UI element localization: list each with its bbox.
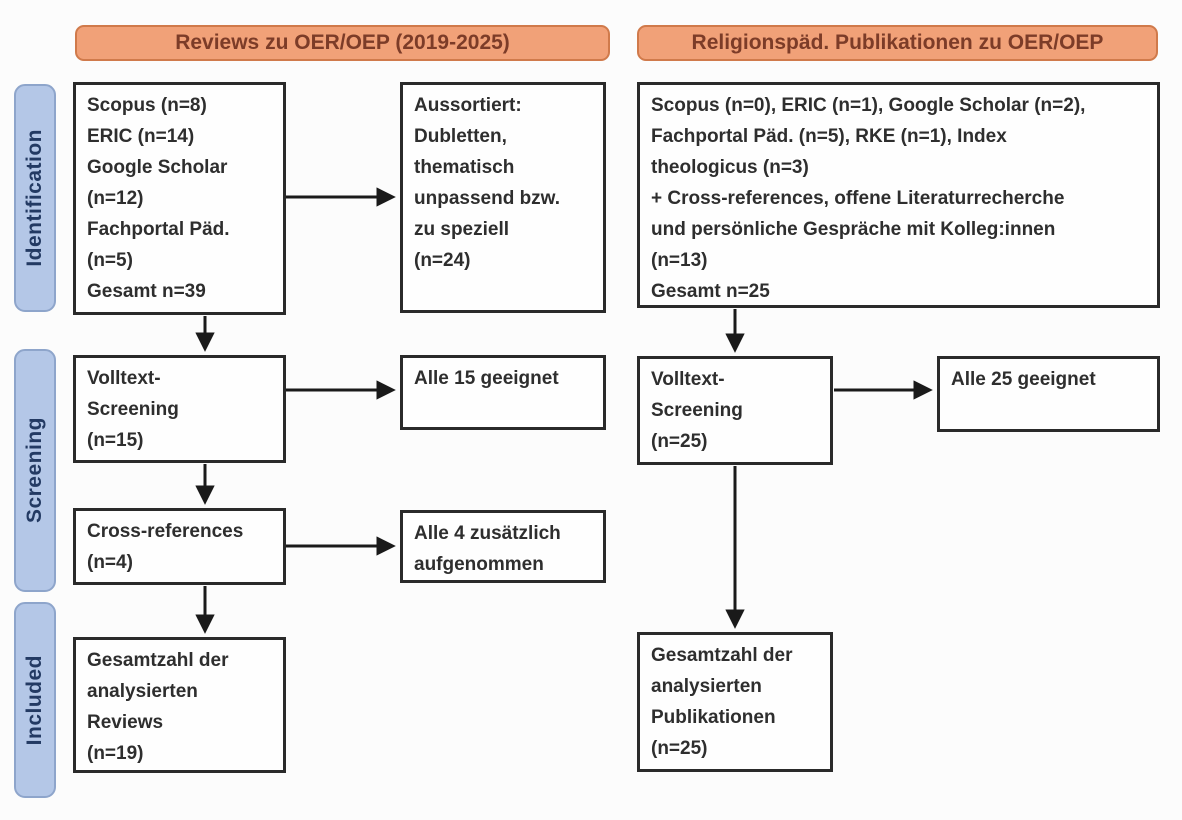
stage-label-identification: Identification [14, 84, 56, 312]
stage-label-screening: Screening [14, 349, 56, 592]
box-left-fulltext-screening: Volltext- Screening (n=15) [73, 355, 286, 463]
box-left-crossreferences: Cross-references (n=4) [73, 508, 286, 585]
box-left-sources: Scopus (n=8) ERIC (n=14) Google Scholar … [73, 82, 286, 315]
left-column-header: Reviews zu OER/OEP (2019-2025) [75, 25, 610, 61]
right-column-header: Religionspäd. Publikationen zu OER/OEP [637, 25, 1158, 61]
box-right-sources: Scopus (n=0), ERIC (n=1), Google Scholar… [637, 82, 1160, 308]
box-left-crossref-result: Alle 4 zusätzlich aufgenommen [400, 510, 606, 583]
box-right-fulltext-screening: Volltext- Screening (n=25) [637, 356, 833, 465]
box-left-sorted-out: Aussortiert: Dubletten, thematisch unpas… [400, 82, 606, 313]
box-left-included-total: Gesamtzahl der analysierten Reviews (n=1… [73, 637, 286, 773]
box-right-included-total: Gesamtzahl der analysierten Publikatione… [637, 632, 833, 772]
stage-label-included: Included [14, 602, 56, 798]
box-right-fulltext-result: Alle 25 geeignet [937, 356, 1160, 432]
box-left-fulltext-result: Alle 15 geeignet [400, 355, 606, 430]
